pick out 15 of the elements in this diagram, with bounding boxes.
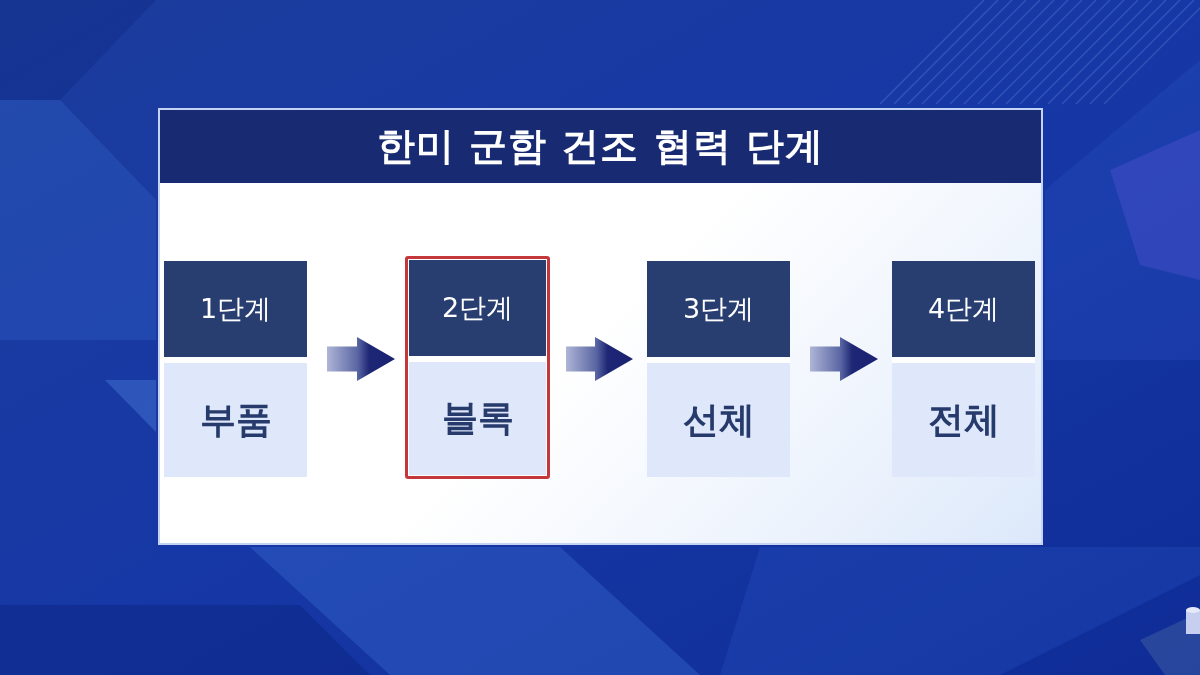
arrow — [327, 337, 395, 381]
stage-card — [164, 261, 307, 477]
stage-body: 블록 — [409, 362, 546, 475]
stage-header: 1단계 — [164, 261, 307, 357]
stage-body: 전체 — [892, 363, 1035, 477]
stage-body: 부품 — [164, 363, 307, 477]
arrow — [810, 337, 878, 381]
stage-body: 선체 — [647, 363, 790, 477]
arrow — [566, 337, 633, 381]
title-bar: 한미 군함 건조 협력 단계 — [160, 110, 1041, 183]
stage-card — [892, 261, 1035, 477]
stage-header: 3단계 — [647, 261, 790, 357]
stage-card — [647, 261, 790, 477]
stage-header: 2단계 — [409, 260, 546, 356]
stage-header: 4단계 — [892, 261, 1035, 357]
